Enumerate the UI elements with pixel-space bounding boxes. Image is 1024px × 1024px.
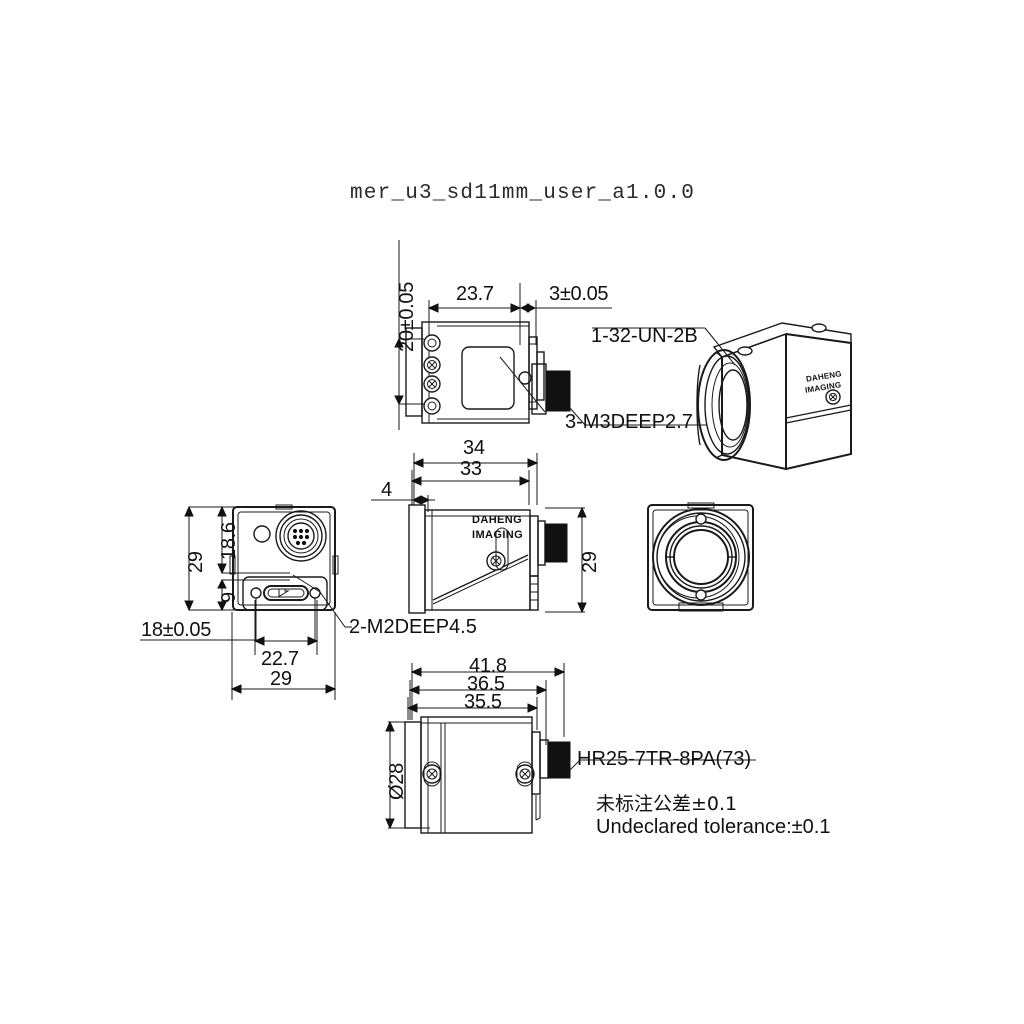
top-view-geometry: [394, 240, 736, 430]
note-tolerance-en: Undeclared tolerance:±0.1: [596, 816, 831, 838]
dim-back-width-18: 18±0.05: [141, 619, 212, 641]
dim-top-width-23-7: 23.7: [456, 283, 494, 305]
side-view-brand-line1: DAHENG: [472, 514, 523, 526]
dim-side-height-29: 29: [579, 551, 601, 573]
dim-side-length-4: 4: [381, 479, 392, 501]
bottom-view-geometry: [385, 663, 756, 834]
isometric-view-geometry: [696, 322, 852, 471]
dim-back-height-18-6: 18.6: [218, 522, 240, 560]
note-tolerance-cn: 未标注公差±0.1: [596, 793, 738, 815]
dim-bottom-length-35-5: 35.5: [464, 691, 502, 713]
back-connector: [275, 510, 327, 562]
callout-m2-holes: 2-M2DEEP4.5: [349, 616, 477, 638]
side-view-brand-line2: IMAGING: [472, 529, 524, 541]
back-view-geometry: [140, 504, 352, 700]
dim-side-length-33: 33: [460, 458, 482, 480]
callout-connector: HR25-7TR-8PA(73): [577, 748, 752, 770]
dim-top-offset-3: 3±0.05: [549, 283, 609, 305]
top-view-screws: [423, 334, 441, 415]
callout-m3-holes: 3-M3DEEP2.7: [565, 411, 693, 433]
dim-back-width-29: 29: [270, 668, 292, 690]
front-view-geometry: [647, 502, 754, 612]
dim-top-height: 20±0.05: [396, 281, 418, 352]
dim-bottom-length-36-5: 36.5: [467, 673, 505, 695]
callout-lens-thread: 1-32-UN-2B: [591, 325, 698, 347]
side-view-geometry: [371, 453, 587, 614]
dim-back-width-22-7: 22.7: [261, 648, 299, 670]
dim-bottom-diameter-28: Ø28: [386, 763, 408, 800]
dim-bottom-length-41-8: 41.8: [469, 655, 507, 677]
dim-back-height-29: 29: [185, 551, 207, 573]
dim-back-height-9: 9: [218, 592, 240, 603]
dim-side-length-34: 34: [463, 437, 485, 459]
drawing-title: mer_u3_sd11mm_user_a1.0.0: [350, 182, 696, 205]
